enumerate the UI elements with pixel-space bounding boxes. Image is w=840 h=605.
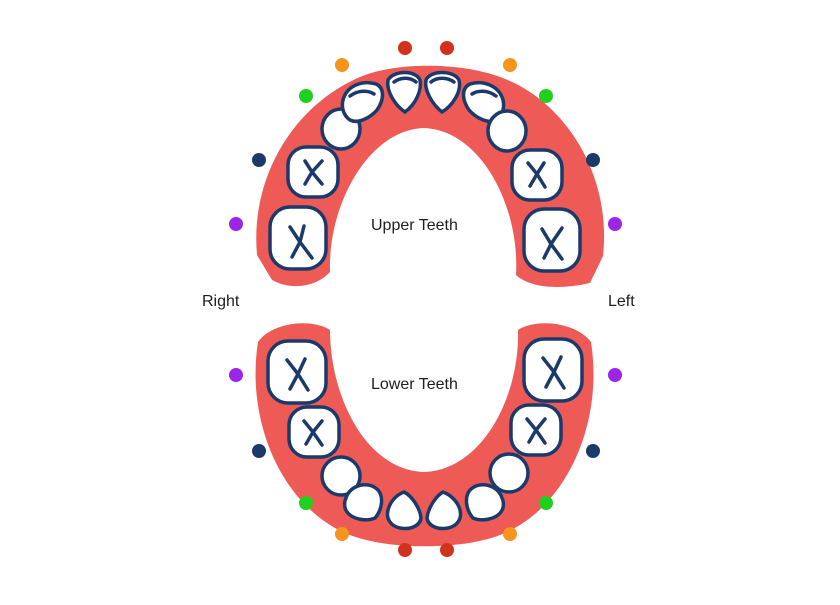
upper-tooth-first-molar-left	[510, 148, 564, 202]
dot-first-molar	[252, 153, 266, 167]
lower-arch	[255, 323, 594, 547]
dot-canine	[299, 89, 313, 103]
lower-tooth-canine-left	[488, 452, 530, 494]
upper-tooth-second-molar-left	[522, 207, 582, 273]
lower-tooth-first-molar-right	[287, 405, 341, 459]
dot-lateral-incisor	[335, 527, 349, 541]
dot-second-molar	[608, 217, 622, 231]
right-side-label: Right	[202, 293, 240, 310]
dot-first-molar	[586, 444, 600, 458]
dot-second-molar	[229, 368, 243, 382]
lower-tooth-incisor-right	[385, 490, 423, 531]
upper-teeth-label: Upper Teeth	[371, 217, 458, 234]
dot-incisor	[440, 41, 454, 55]
dot-incisor	[398, 543, 412, 557]
lower-tooth-lateral-incisor-left	[464, 482, 506, 522]
lower-tooth-second-molar-right	[266, 339, 328, 405]
lower-tooth-canine-right	[320, 455, 362, 497]
lower-tooth-second-molar-left	[522, 337, 584, 403]
dot-canine	[539, 496, 553, 510]
left-side-label: Left	[608, 293, 635, 310]
dot-first-molar	[586, 153, 600, 167]
dot-canine	[299, 496, 313, 510]
upper-tooth-incisor-right	[386, 70, 423, 115]
dot-lateral-incisor	[503, 527, 517, 541]
upper-tooth-incisor-left	[423, 70, 462, 115]
lower-tooth-first-molar-left	[509, 403, 563, 457]
dot-lateral-incisor	[503, 58, 517, 72]
lower-teeth-label: Lower Teeth	[371, 376, 458, 393]
dot-second-molar	[229, 217, 243, 231]
dot-first-molar	[252, 444, 266, 458]
dot-incisor	[440, 543, 454, 557]
upper-tooth-lateral-incisor-right	[340, 80, 385, 123]
lower-tooth-lateral-incisor-right	[342, 482, 384, 522]
tooth-type-dots	[229, 41, 622, 557]
upper-tooth-second-molar-right	[268, 205, 328, 271]
dot-second-molar	[608, 368, 622, 382]
upper-tooth-canine-left	[486, 109, 528, 153]
dot-canine	[539, 89, 553, 103]
dot-lateral-incisor	[335, 58, 349, 72]
upper-tooth-first-molar-right	[286, 145, 340, 199]
upper-arch	[256, 65, 605, 287]
lower-tooth-incisor-left	[425, 490, 463, 531]
dot-incisor	[398, 41, 412, 55]
